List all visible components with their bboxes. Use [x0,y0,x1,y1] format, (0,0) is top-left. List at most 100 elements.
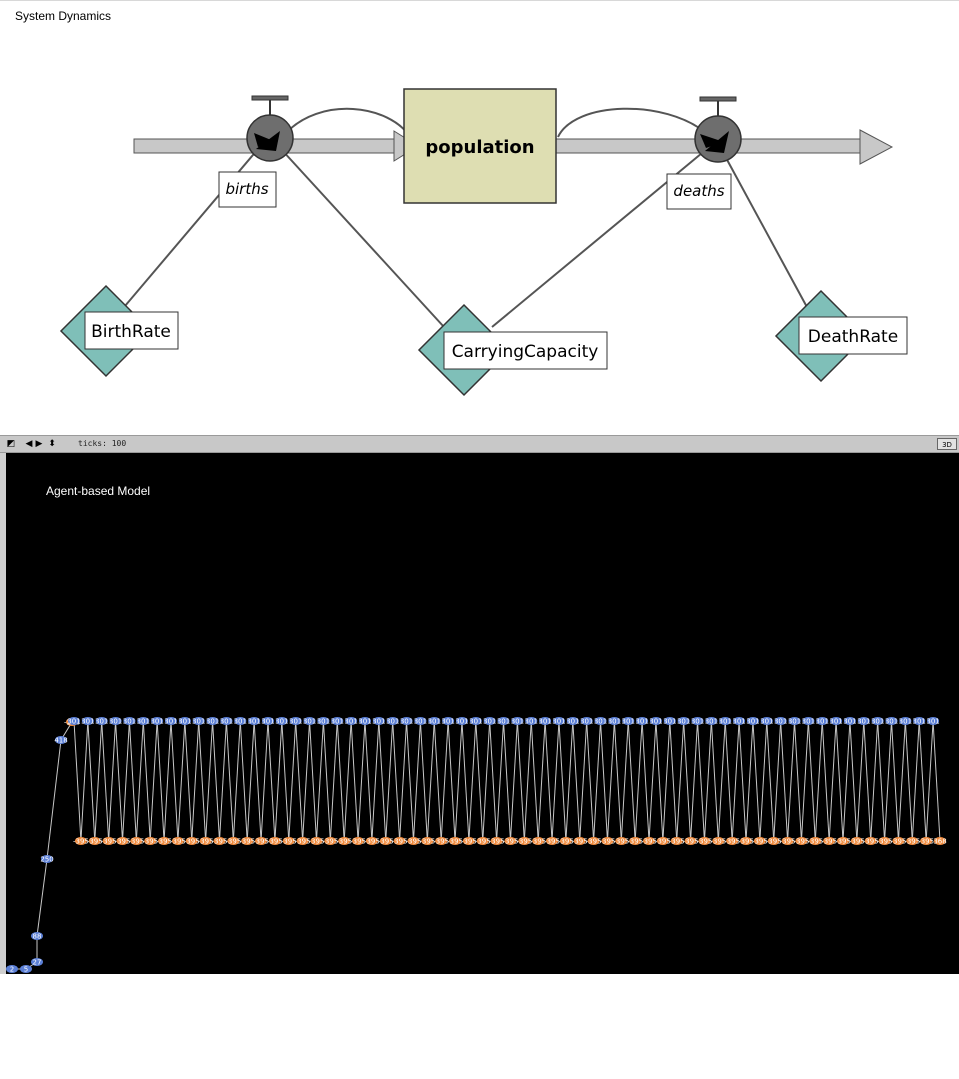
agent-node[interactable] [892,837,905,845]
agent-node[interactable] [546,837,559,845]
agent-node[interactable] [68,717,80,725]
agent-node[interactable] [400,717,413,725]
agent-node[interactable] [691,717,704,725]
agent-node[interactable] [31,958,43,966]
agent-node[interactable] [41,855,53,863]
agent-node[interactable] [317,717,330,725]
agent-node[interactable] [365,837,378,845]
agent-node[interactable] [823,837,836,845]
births-valve[interactable] [246,95,294,162]
agent-node[interactable] [123,717,136,725]
agent-node[interactable] [629,837,642,845]
agent-node[interactable] [767,837,780,845]
agent-node[interactable] [559,837,572,845]
deathrate-variable[interactable]: DeathRate [774,289,908,383]
agent-node[interactable] [698,837,711,845]
agent-node[interactable] [719,717,732,725]
agent-node[interactable] [289,717,302,725]
agent-node[interactable] [324,837,337,845]
agent-node[interactable] [372,717,385,725]
agent-node[interactable] [615,837,628,845]
agent-node[interactable] [449,837,462,845]
population-stock[interactable] [403,88,557,204]
agent-node[interactable] [275,717,288,725]
agent-node[interactable] [144,837,157,845]
agent-node[interactable] [746,717,759,725]
agent-model-view[interactable]: Agent-based Model 252788250418-258301-39… [6,453,959,974]
agent-node[interactable] [580,717,593,725]
agent-node[interactable] [435,837,448,845]
agent-node[interactable] [649,717,662,725]
agent-node[interactable] [164,717,177,725]
agent-node[interactable] [663,717,676,725]
agent-node[interactable] [760,717,773,725]
agent-node[interactable] [178,717,191,725]
agent-node[interactable] [81,717,94,725]
agent-node[interactable] [809,837,822,845]
agent-node[interactable] [234,717,247,725]
agent-node[interactable] [490,837,503,845]
agent-node[interactable] [573,837,586,845]
agent-node[interactable] [795,837,808,845]
agent-node[interactable] [227,837,240,845]
agent-node[interactable] [469,717,482,725]
agent-node[interactable] [6,965,18,973]
agent-node[interactable] [95,717,108,725]
agent-node[interactable] [199,837,212,845]
agent-node[interactable] [248,717,261,725]
agent-node[interactable] [483,717,496,725]
agent-node[interactable] [622,717,635,725]
agent-node[interactable] [643,837,656,845]
zoom-icon[interactable]: ◩ [6,439,16,449]
agent-node[interactable] [566,717,579,725]
agent-node[interactable] [102,837,115,845]
agent-node[interactable] [656,837,669,845]
agent-node[interactable] [504,837,517,845]
next-icon[interactable]: ▶ [35,439,43,449]
resize-icon[interactable]: ⬍ [48,439,56,449]
agent-node[interactable] [594,717,607,725]
agent-node[interactable] [88,837,101,845]
agent-node[interactable] [885,717,898,725]
agent-node[interactable] [462,837,475,845]
agent-node[interactable] [261,717,274,725]
agent-node[interactable] [220,717,233,725]
carryingcapacity-variable[interactable]: CarryingCapacity [417,303,608,397]
agent-node[interactable] [31,932,43,940]
agent-node[interactable] [843,717,856,725]
prev-icon[interactable]: ◀ [25,439,33,449]
agent-node[interactable] [857,717,870,725]
agent-node[interactable] [511,717,524,725]
agent-node[interactable] [171,837,184,845]
agent-node[interactable] [920,837,933,845]
agent-node[interactable] [192,717,205,725]
agent-node[interactable] [55,736,67,744]
agent-node[interactable] [338,837,351,845]
agent-node[interactable] [137,717,150,725]
agent-node[interactable] [268,837,281,845]
agent-node[interactable] [151,717,164,725]
agent-node[interactable] [358,717,371,725]
agent-node[interactable] [539,717,552,725]
agent-node[interactable] [518,837,531,845]
agent-node[interactable] [206,717,219,725]
agent-node[interactable] [116,837,129,845]
agent-node[interactable] [476,837,489,845]
agent-node[interactable] [255,837,268,845]
agent-node[interactable] [705,717,718,725]
agent-node[interactable] [601,837,614,845]
agent-node[interactable] [878,837,891,845]
agent-node[interactable] [345,717,358,725]
agent-node[interactable] [414,717,427,725]
agent-node[interactable] [428,717,441,725]
3d-button[interactable]: 3D [937,438,957,450]
deaths-valve[interactable] [694,96,742,163]
agent-node[interactable] [497,717,510,725]
agent-node[interactable] [816,717,829,725]
agent-node[interactable] [352,837,365,845]
agent-node[interactable] [587,837,600,845]
agent-node[interactable] [331,717,344,725]
agent-node[interactable] [740,837,753,845]
agent-node[interactable] [532,837,545,845]
agent-node[interactable] [934,837,946,845]
